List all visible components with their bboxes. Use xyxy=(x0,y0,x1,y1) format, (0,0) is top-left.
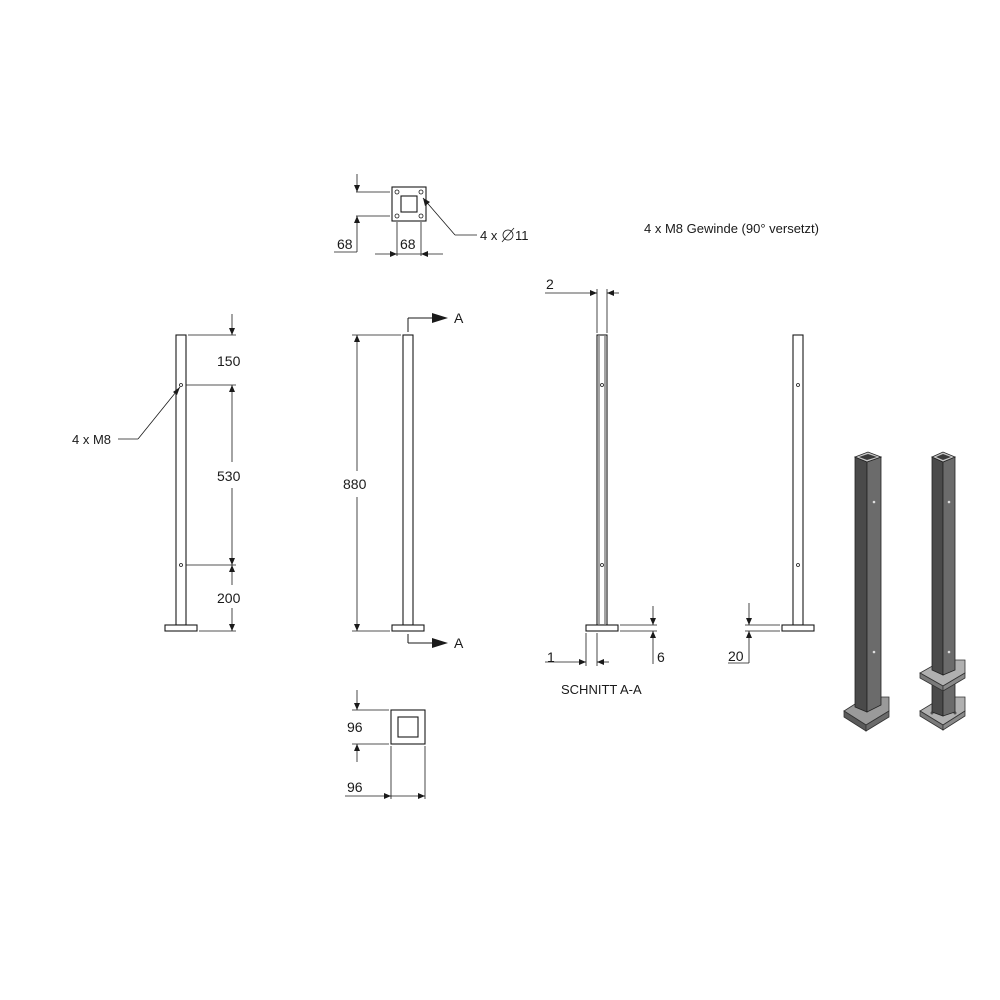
post-tube xyxy=(402,334,414,626)
post-side-view-1: 150 530 200 4 x M8 xyxy=(72,314,241,632)
dimension-arrow xyxy=(229,565,235,572)
tube-inner-outline xyxy=(397,716,419,738)
section-mark-bottom: A xyxy=(454,635,464,651)
dimension-arrow xyxy=(607,290,614,296)
bottom-offset-dimension: 200 xyxy=(217,590,241,606)
leader-line xyxy=(422,197,456,236)
dimension-arrow xyxy=(229,328,235,335)
render-thread-hole xyxy=(872,650,876,654)
leader-arrow xyxy=(173,387,180,395)
section-mark-top: A xyxy=(454,310,464,326)
diameter-symbol-icon xyxy=(501,227,515,243)
dimension-arrow xyxy=(650,631,656,638)
diameter-symbol-icon xyxy=(502,229,514,241)
section-arrow-icon xyxy=(432,638,448,648)
dimension-arrow xyxy=(384,793,391,799)
render-tube-front xyxy=(931,456,944,676)
plate-height-dimension: 68 xyxy=(337,236,353,252)
render-tube-front xyxy=(854,456,868,713)
foot-offset-dimension: 1 xyxy=(547,649,555,665)
thread-hole xyxy=(796,563,800,567)
dimension-arrow xyxy=(229,624,235,631)
render-tube-side xyxy=(942,456,956,676)
post-tube xyxy=(175,334,187,626)
leader-arrow xyxy=(423,198,430,206)
post-tube xyxy=(596,334,608,626)
thread-hole xyxy=(179,563,183,567)
thread-label: 4 x M8 xyxy=(72,432,111,447)
section-title: SCHNITT A-A xyxy=(561,682,642,697)
top-offset-dimension: 150 xyxy=(217,353,241,369)
render-thread-hole xyxy=(947,650,951,654)
post-base-plate xyxy=(164,624,198,632)
tube-outer-outline xyxy=(390,709,426,745)
render-plate-side xyxy=(865,710,890,732)
post-base-plate xyxy=(585,624,619,632)
render-tube-opening xyxy=(859,454,877,460)
dimension-arrow xyxy=(746,631,752,638)
plate-width-dimension: 68 xyxy=(400,236,416,252)
dimension-arrow xyxy=(354,185,360,192)
mount-hole xyxy=(418,213,424,219)
tube-cross-section-view: 96 96 xyxy=(345,690,426,799)
render-thread-hole xyxy=(947,500,951,504)
wall-thickness-dimension: 2 xyxy=(546,276,554,292)
post-side-view-2: 880 A A xyxy=(343,310,464,651)
post-base-plate xyxy=(391,624,425,632)
dimension-arrow xyxy=(597,659,604,665)
section-arrow-icon xyxy=(432,313,448,323)
post-tube xyxy=(792,334,804,626)
dimension-arrow xyxy=(579,659,586,665)
section-view-a-a: 2 1 6 SCHNITT A-A xyxy=(545,276,665,697)
render-thread-hole xyxy=(872,500,876,504)
post-base-plate xyxy=(781,624,815,632)
mount-hole xyxy=(394,189,400,195)
hole-spacing-dimension: 530 xyxy=(217,468,241,484)
dimension-arrow xyxy=(229,385,235,392)
dimension-arrow xyxy=(746,618,752,625)
dimension-arrow xyxy=(418,793,425,799)
hole-count-label: 4 x xyxy=(480,228,498,243)
tube-width-dimension: 96 xyxy=(347,779,363,795)
thread-hole xyxy=(600,563,604,567)
dimension-arrow xyxy=(590,290,597,296)
post-render-single-plate xyxy=(843,451,890,732)
render-tube-opening xyxy=(936,454,951,460)
tube-height-dimension: 96 xyxy=(347,719,363,735)
mount-hole xyxy=(418,189,424,195)
base-plate-top-view: 68 68 4 x 11 xyxy=(334,174,529,257)
tube-opening xyxy=(400,195,418,213)
total-length-dimension: 880 xyxy=(343,476,367,492)
plate-thickness-dimension: 20 xyxy=(728,648,744,664)
dimension-arrow xyxy=(354,335,360,342)
thread-note: 4 x M8 Gewinde (90° versetzt) xyxy=(644,221,819,236)
thread-hole xyxy=(179,383,183,387)
hole-diameter-label: 11 xyxy=(515,228,529,243)
dimension-arrow xyxy=(354,703,360,710)
dimension-arrow xyxy=(650,618,656,625)
render-plate-side xyxy=(942,710,966,731)
thread-hole xyxy=(600,383,604,387)
render-tube-side xyxy=(866,456,882,713)
post-render-double-plate xyxy=(919,451,966,731)
dimension-arrow xyxy=(354,624,360,631)
render-plate-side xyxy=(942,672,966,692)
leader-line xyxy=(137,386,181,440)
thread-hole xyxy=(796,383,800,387)
post-side-view-4: 20 xyxy=(728,334,815,664)
plate-thickness-dimension: 6 xyxy=(657,649,665,665)
dimension-arrow xyxy=(354,216,360,223)
dimension-arrow xyxy=(354,744,360,751)
dimension-arrow xyxy=(421,251,428,257)
dimension-arrow xyxy=(229,558,235,565)
dimension-arrow xyxy=(390,251,397,257)
mount-hole xyxy=(394,213,400,219)
